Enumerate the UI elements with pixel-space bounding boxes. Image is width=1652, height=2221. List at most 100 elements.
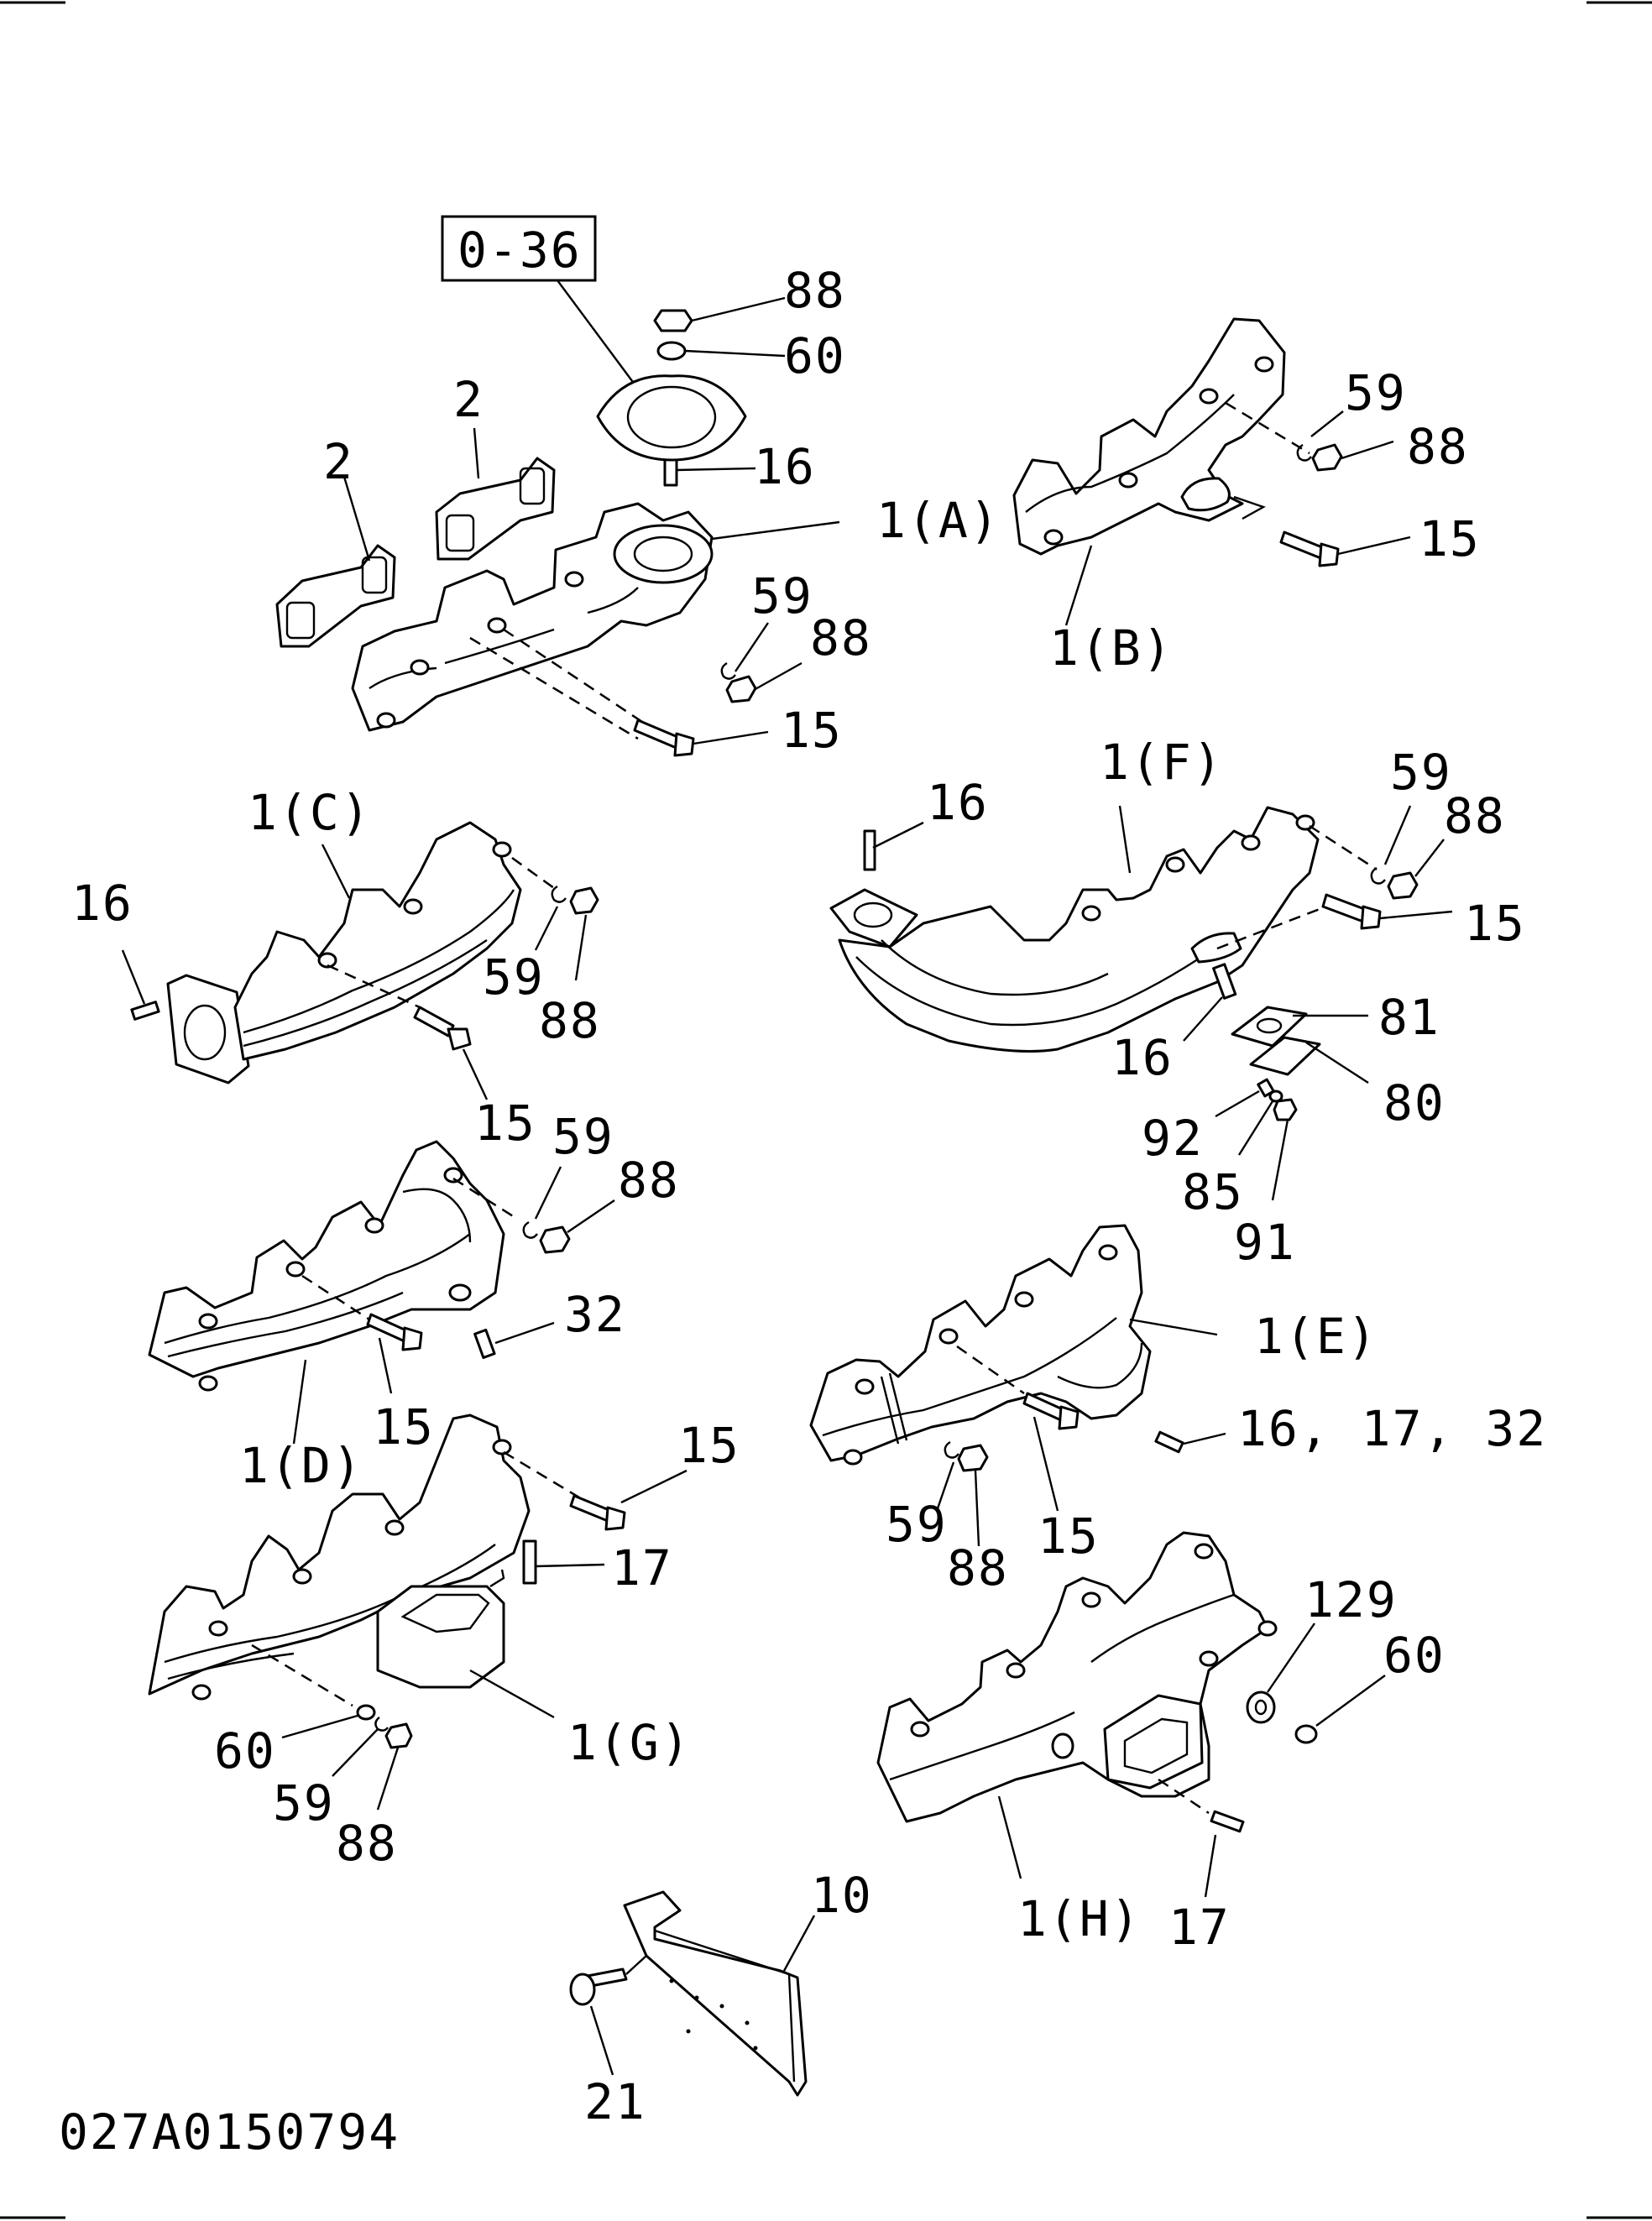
callout-1b: 1(B) — [1049, 619, 1174, 677]
manifold-1h-group — [876, 1531, 1386, 1898]
callout-32: 32 — [564, 1286, 626, 1343]
lockwasher-59-f — [1370, 866, 1386, 885]
stud-17-g — [522, 1539, 537, 1585]
callout-88: 88 — [1444, 787, 1506, 844]
manifold-1e-body — [809, 1224, 1152, 1462]
callout-16: 16 — [754, 438, 816, 495]
nut-88-c — [569, 886, 599, 915]
callout-1g: 1(G) — [567, 1714, 692, 1771]
bolt-15-c — [413, 1006, 455, 1037]
callout-2: 2 — [323, 433, 354, 490]
callout-1c: 1(C) — [248, 784, 372, 841]
callout-1e: 1(E) — [1254, 1308, 1378, 1365]
callout-60: 60 — [784, 327, 846, 384]
bolt-15-f — [1321, 893, 1368, 923]
callout-15: 15 — [373, 1398, 435, 1455]
callout-59: 59 — [751, 567, 813, 624]
callout-59: 59 — [1390, 744, 1452, 801]
lockwasher-59-a — [720, 661, 736, 680]
callout-92: 92 — [1142, 1110, 1204, 1167]
washer-60-top — [656, 341, 687, 361]
nut-88-g — [384, 1722, 413, 1749]
callout-59: 59 — [483, 948, 545, 1006]
gasket-2-right — [435, 457, 556, 561]
manifold-1c-body — [233, 821, 522, 1061]
callout-15: 15 — [1038, 1508, 1100, 1565]
callout-60: 60 — [1383, 1627, 1446, 1684]
callout-88: 88 — [1407, 418, 1469, 475]
callout-88: 88 — [784, 262, 846, 319]
nut-88-d — [539, 1225, 571, 1254]
stud-16-c — [130, 1001, 160, 1021]
stud-16-f-bottom — [1212, 963, 1237, 1000]
lockwasher-59-d — [522, 1220, 538, 1239]
manifold-1b-group — [1012, 317, 1411, 626]
washer-60-g — [356, 1704, 376, 1721]
manifold-1g-group — [148, 1414, 687, 1811]
manifold-1h-body — [876, 1531, 1269, 1823]
callout-2: 2 — [453, 371, 484, 428]
nut-91 — [1273, 1098, 1298, 1121]
manifold-1d-body — [148, 1140, 505, 1378]
callout-16: 16 — [1111, 1029, 1174, 1086]
callout-80: 80 — [1383, 1074, 1446, 1131]
callout-16: 16 — [927, 774, 989, 831]
drawing-id: 027A0150794 — [59, 2103, 400, 2161]
callout-1d: 1(D) — [239, 1437, 363, 1494]
callout-16-17-32: 16, 17, 32 — [1237, 1400, 1547, 1457]
callout-91: 91 — [1234, 1214, 1296, 1271]
callout-88: 88 — [810, 609, 872, 666]
callout-15: 15 — [1464, 895, 1526, 952]
callout-17: 17 — [611, 1539, 673, 1597]
callout-88: 88 — [947, 1539, 1009, 1597]
washer-60-h — [1294, 1724, 1318, 1744]
bolt-15-g — [569, 1494, 613, 1523]
callout-88: 88 — [539, 992, 601, 1049]
callout-15: 15 — [678, 1417, 740, 1474]
lockwasher-59-e — [944, 1440, 959, 1459]
callout-17: 17 — [1168, 1899, 1231, 1956]
heat-shield-group — [569, 1890, 816, 2097]
nut-88-f — [1387, 871, 1419, 900]
gasket-2-left — [275, 544, 396, 648]
washer-85 — [1268, 1090, 1283, 1103]
callout-1f: 1(F) — [1100, 734, 1224, 791]
callout-59: 59 — [886, 1496, 948, 1553]
callout-15: 15 — [1419, 510, 1481, 567]
callout-15: 15 — [474, 1095, 536, 1152]
callout-1h: 1(H) — [1017, 1890, 1142, 1947]
callout-59: 59 — [273, 1774, 335, 1832]
manifold-1f-group — [829, 805, 1453, 1201]
callout-129: 129 — [1304, 1571, 1398, 1628]
stud-32-d — [473, 1328, 496, 1359]
lockwasher-59-c — [551, 885, 567, 903]
manifold-1c-flange — [166, 974, 250, 1084]
reference-box — [441, 215, 597, 282]
washer-129 — [1246, 1691, 1276, 1724]
manifold-1c-group — [121, 821, 599, 1100]
callout-88: 88 — [618, 1152, 680, 1209]
callout-88: 88 — [336, 1815, 398, 1872]
callout-1a: 1(A) — [876, 492, 1001, 549]
stud-16-f-top — [863, 829, 876, 871]
callout-15: 15 — [781, 702, 843, 759]
reference-box-label: 0-36 — [457, 222, 582, 279]
callout-60: 60 — [214, 1722, 276, 1779]
callout-21: 21 — [584, 2073, 646, 2130]
bolt-92 — [1257, 1078, 1275, 1098]
manifold-1d-group — [148, 1140, 615, 1445]
callout-16: 16 — [71, 875, 133, 932]
callout-85: 85 — [1182, 1163, 1244, 1220]
manifold-1f-body — [838, 806, 1320, 1053]
stud-e — [1154, 1430, 1184, 1454]
manifold-1f-flange — [829, 888, 918, 948]
manifold-1e-group — [809, 1224, 1226, 1547]
nut-88-top — [653, 309, 693, 332]
callout-labels: 88 60 16 1(A) 59 88 15 2 2 59 88 15 1(B)… — [71, 262, 1547, 2130]
nut-88-e — [957, 1444, 989, 1472]
turbo-gasket — [596, 374, 747, 462]
callout-81: 81 — [1378, 989, 1440, 1046]
gasket-81 — [1231, 1006, 1308, 1048]
